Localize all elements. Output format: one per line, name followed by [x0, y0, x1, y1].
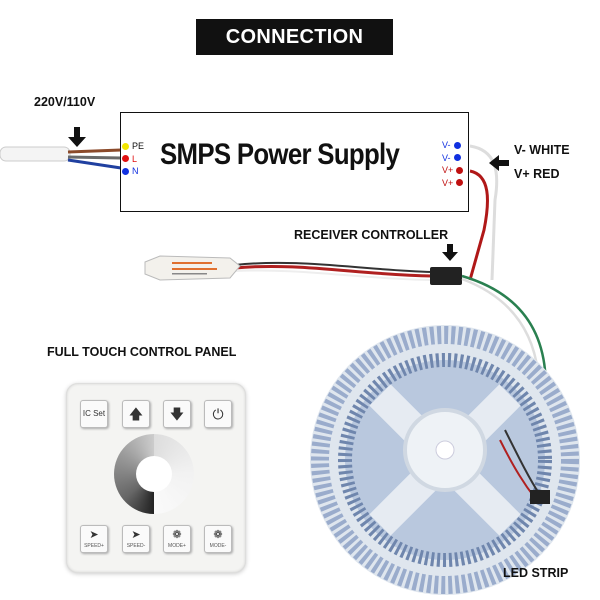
terminal-l: L: [122, 153, 144, 166]
arrow-up-icon[interactable]: 🡅: [122, 400, 150, 428]
power-supply-box: [120, 112, 469, 212]
film-reel-icon: ❁: [172, 529, 182, 541]
terminal-dot: [456, 166, 464, 174]
arrow-down-icon[interactable]: 🡇: [163, 400, 191, 428]
input-terminals: PE L N: [122, 140, 144, 178]
film-reel-icon: ❁: [213, 529, 223, 541]
input-voltage-label: 220V/110V: [34, 95, 96, 109]
terminal-dot: [122, 142, 129, 150]
diagram-title: CONNECTION: [196, 19, 393, 55]
terminal-pe: PE: [122, 140, 144, 153]
panel-label: FULL TOUCH CONTROL PANEL: [47, 345, 237, 359]
receiver-label: RECEIVER CONTROLLER: [294, 228, 449, 242]
speed-up-key[interactable]: ➤SPEED+: [80, 525, 108, 553]
terminal-v-plus: V+: [442, 164, 464, 177]
connector: [430, 267, 462, 285]
receiver-arrow-icon: [442, 244, 458, 261]
receiver-controller: [144, 255, 241, 281]
output-terminals: V- V- V+ V+: [442, 139, 464, 190]
mode-down-key[interactable]: ❁MODE-: [204, 525, 232, 553]
terminal-n: N: [122, 165, 144, 178]
terminal-dot: [453, 141, 461, 149]
terminal-v-minus: V-: [442, 152, 463, 165]
mains-cable: [0, 146, 122, 170]
terminal-dot: [122, 167, 129, 175]
terminal-dot: [456, 179, 464, 187]
color-wheel-slider[interactable]: [114, 434, 194, 514]
power-icon[interactable]: ⏻: [204, 400, 232, 428]
rocket-icon: ➤: [89, 529, 99, 541]
ic-set-key[interactable]: IC Set: [80, 400, 108, 428]
led-strip-reel: [310, 325, 580, 595]
strip-label: LED STRIP: [503, 566, 569, 580]
input-arrow-icon: [68, 127, 86, 147]
negative-wire-label: V- WHITE: [514, 143, 570, 157]
rocket-icon: ➤: [131, 529, 141, 541]
positive-wire-label: V+ RED: [514, 167, 560, 181]
terminal-dot: [453, 154, 461, 162]
terminal-v-minus: V-: [442, 139, 463, 152]
terminal-dot: [122, 155, 129, 163]
terminal-v-plus: V+: [442, 177, 464, 190]
touch-control-panel: IC Set 🡅 🡇 ⏻ ➤SPEED+ ➤SPEED- ❁MODE+ ❁MOD…: [66, 383, 246, 573]
power-supply-name: SMPS Power Supply: [160, 138, 400, 171]
mode-up-key[interactable]: ❁MODE+: [163, 525, 191, 553]
wire-arrow-icon: [489, 155, 509, 171]
output-wire-red: [468, 169, 489, 281]
output-wire-white: [469, 144, 499, 281]
speed-down-key[interactable]: ➤SPEED-: [122, 525, 150, 553]
